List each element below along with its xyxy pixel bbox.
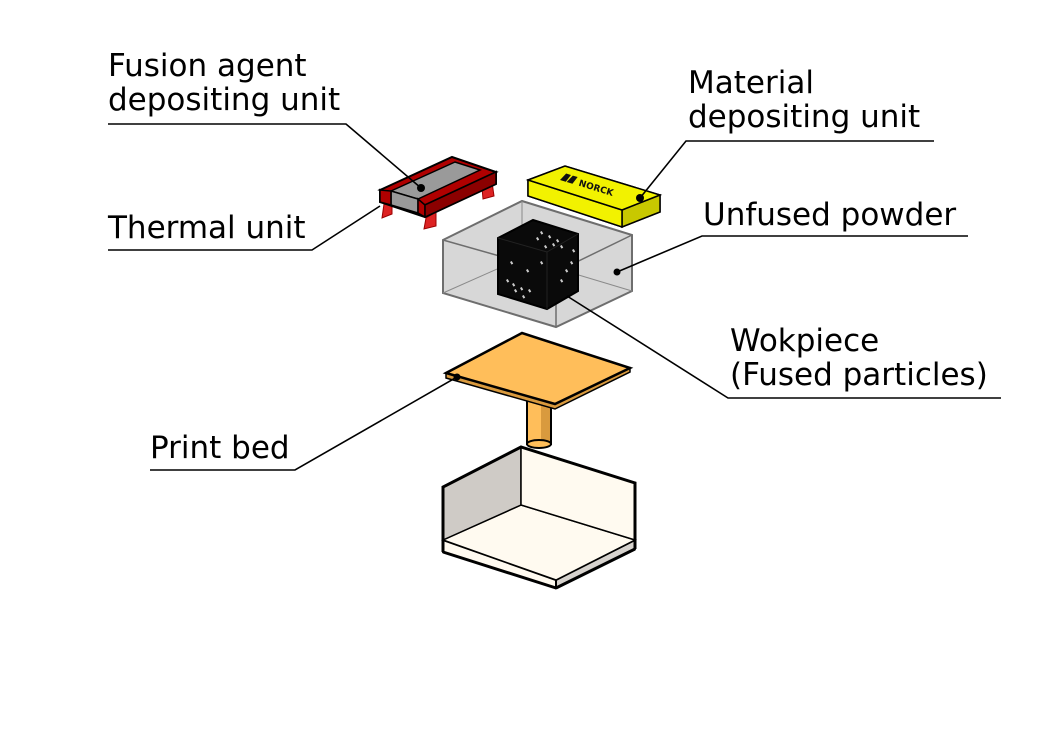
lattice-speck bbox=[514, 289, 518, 293]
label-unfused-powder-line1: Unfused powder bbox=[703, 197, 957, 233]
lattice-speck bbox=[565, 269, 569, 273]
label-fusion-agent: Fusion agent depositing unit bbox=[108, 49, 340, 117]
label-thermal-unit-line1: Thermal unit bbox=[108, 210, 306, 246]
lattice-speck bbox=[570, 261, 574, 265]
lattice-speck bbox=[528, 289, 532, 293]
leader-print-bed bbox=[150, 376, 458, 471]
lattice-speck bbox=[572, 249, 576, 253]
leader-unfused-powder bbox=[616, 235, 968, 273]
lattice-speck bbox=[526, 269, 530, 273]
material-depositing-unit: NORCK bbox=[525, 165, 663, 229]
label-fusion-agent-line1: Fusion agent bbox=[108, 48, 307, 84]
label-workpiece-line1: Wokpiece bbox=[730, 323, 880, 359]
leader-lines bbox=[108, 123, 1001, 471]
lattice-speck bbox=[548, 235, 552, 239]
lattice-speck bbox=[510, 261, 514, 265]
lattice-speck bbox=[552, 243, 556, 247]
label-fusion-agent-line2: depositing unit bbox=[108, 82, 341, 118]
label-material-line2: depositing unit bbox=[688, 99, 921, 135]
lattice-speck bbox=[556, 239, 560, 243]
fusion-agent-carriage bbox=[377, 155, 499, 230]
leader-fusion-agent bbox=[108, 123, 422, 189]
lattice-speck bbox=[520, 287, 524, 291]
lattice-speck bbox=[540, 261, 544, 265]
lattice-speck bbox=[506, 279, 510, 283]
leader-thermal-unit bbox=[108, 205, 381, 251]
leader-material bbox=[639, 140, 934, 199]
label-unfused-powder: Unfused powder bbox=[703, 198, 956, 232]
lattice-speck bbox=[512, 283, 516, 287]
print-bed bbox=[442, 331, 634, 449]
label-workpiece-line2: (Fused particles) bbox=[730, 357, 988, 393]
lattice-speck bbox=[536, 237, 540, 241]
label-workpiece: Wokpiece (Fused particles) bbox=[730, 324, 988, 392]
label-material-line1: Material bbox=[688, 65, 814, 101]
lattice-speck bbox=[540, 231, 544, 235]
label-thermal-unit: Thermal unit bbox=[108, 211, 306, 245]
build-tray bbox=[440, 445, 637, 590]
lattice-speck bbox=[560, 279, 564, 283]
lattice-speck bbox=[544, 245, 548, 249]
label-material-depositing-unit: Material depositing unit bbox=[688, 66, 920, 134]
lattice-speck bbox=[560, 245, 564, 249]
label-print-bed-line1: Print bed bbox=[150, 430, 290, 466]
workpiece-lattice bbox=[497, 218, 579, 311]
lattice-speck bbox=[522, 295, 526, 299]
label-print-bed: Print bed bbox=[150, 431, 290, 465]
leader-workpiece bbox=[566, 295, 1001, 399]
